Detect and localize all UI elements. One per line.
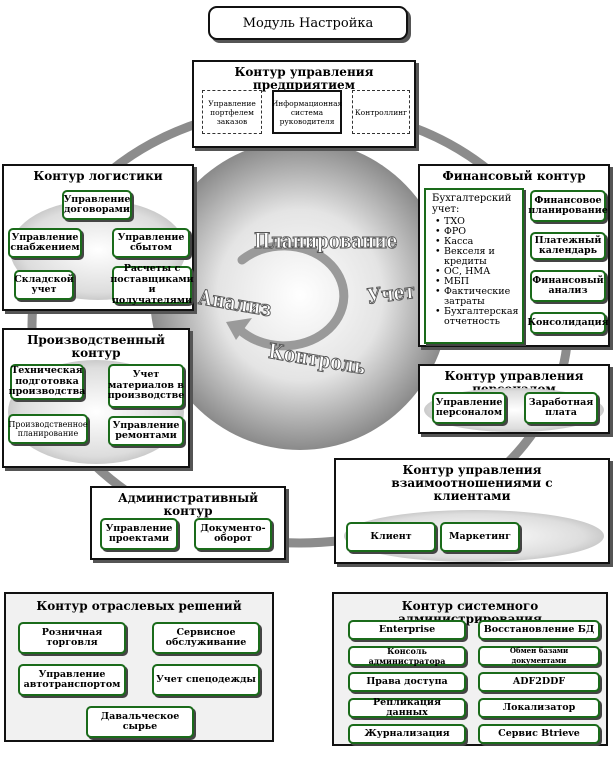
tolling-button[interactable]: Давальческое сырье (86, 706, 194, 738)
consolidation-button[interactable]: Консолидация (527, 312, 609, 334)
adf2ddf-button[interactable]: ADF2DDF (478, 672, 600, 692)
materials-button[interactable]: Учет материалов в производстве (108, 364, 184, 408)
localizer-button[interactable]: Локализатор (478, 698, 600, 718)
accounting-item[interactable]: Фактические затраты (435, 287, 519, 307)
production-contour: Производственный контур Техническая подг… (2, 328, 190, 468)
finance-contour: Финансовый контур Бухгалтерский учет: ТХ… (418, 164, 610, 347)
vehicles-button[interactable]: Управление автотранспортом (18, 664, 126, 696)
personnel-contour: Контур управления персоналом Управление … (418, 364, 610, 434)
crm-contour: Контур управления взаимоотношениями с кл… (334, 458, 610, 564)
executive-info-system-item[interactable]: Информационная система руководителя (272, 90, 342, 134)
finance-title: Финансовый контур (442, 169, 586, 183)
logistics-title: Контур логистики (33, 169, 163, 183)
access-rights-button[interactable]: Права доступа (348, 672, 466, 692)
client-button[interactable]: Клиент (346, 522, 436, 552)
marketing-button[interactable]: Маркетинг (440, 522, 520, 552)
crm-title: Контур управления взаимоотношениями с кл… (391, 463, 553, 503)
salary-button[interactable]: Заработная плата (524, 392, 598, 424)
prod-planning-button[interactable]: Производственное планирование (8, 414, 88, 444)
admin-console-button[interactable]: Консоль администратора (348, 646, 466, 666)
accounting-item[interactable]: Касса (435, 237, 519, 248)
warehouse-button[interactable]: Складской учет (14, 270, 74, 300)
enterprise-button[interactable]: Enterprise (348, 620, 466, 640)
personnel-mgmt-button[interactable]: Управление персоналом (432, 392, 506, 424)
accounting-list: ТХО ФРО Касса Векселя и кредиты ОС, НМА … (432, 217, 519, 327)
btrieve-button[interactable]: Сервис Btrieve (478, 724, 600, 744)
fin-planning-button[interactable]: Финансовое планирование (528, 190, 608, 222)
supply-mgmt-button[interactable]: Управление снабжением (8, 228, 82, 258)
accounting-item[interactable]: Векселя и кредиты (435, 247, 519, 267)
accounting-title: Бухгалтерский учет: (432, 193, 512, 215)
accounting-box: Бухгалтерский учет: ТХО ФРО Касса Вексел… (424, 188, 524, 344)
cycle-arrow-icon (235, 241, 349, 351)
docflow-button[interactable]: Документо-оборот (194, 518, 272, 550)
module-title: Модуль Настройка (242, 15, 374, 31)
db-restore-button[interactable]: Восстановление БД (478, 620, 600, 640)
production-title: Производственный контур (27, 333, 165, 360)
repairs-button[interactable]: Управление ремонтами (108, 416, 184, 446)
enterprise-title: Контур управления предприятием (234, 65, 374, 92)
sysadmin-contour: Контур системного администрирования Ente… (332, 592, 608, 746)
industry-title: Контур отраслевых решений (36, 599, 242, 613)
industry-contour: Контур отраслевых решений Розничная торг… (4, 592, 274, 742)
projects-button[interactable]: Управление проектами (100, 518, 178, 550)
admin-contour: Административный контур Управление проек… (90, 486, 286, 560)
order-portfolio-item[interactable]: Управление портфелем заказов (202, 90, 262, 134)
payment-calendar-button[interactable]: Платежный календарь (530, 232, 606, 260)
cycle-arrowhead-icon (226, 318, 252, 340)
replication-button[interactable]: Репликация данных (348, 697, 466, 718)
accounting-item[interactable]: Бухгалтерская отчетность (435, 307, 519, 327)
retail-button[interactable]: Розничная торговля (18, 622, 126, 654)
accounting-item[interactable]: ТХО (435, 217, 519, 228)
center-planning: Планирование (254, 228, 398, 254)
settlements-button[interactable]: Расчеты с поставщиками и получателями (110, 263, 194, 306)
service-button[interactable]: Сервисное обслуживание (152, 622, 260, 654)
tech-prep-button[interactable]: Техническая подготовка производства (9, 364, 85, 400)
fin-analysis-button[interactable]: Финансовый анализ (530, 270, 606, 302)
controlling-item[interactable]: Контроллинг (352, 90, 410, 134)
module-title-box: Модуль Настройка (208, 6, 408, 40)
admin-title: Административный контур (117, 491, 259, 518)
accounting-item[interactable]: ФРО (435, 227, 519, 238)
doc-exchange-button[interactable]: Обмен базами документами (478, 646, 600, 666)
accounting-item[interactable]: МБП (435, 277, 519, 288)
contract-mgmt-button[interactable]: Управление договорами (62, 190, 132, 220)
journaling-button[interactable]: Журнализация (348, 724, 466, 744)
accounting-item[interactable]: ОС, НМА (435, 267, 519, 278)
logistics-contour: Контур логистики Управление договорами У… (2, 164, 194, 311)
sales-mgmt-button[interactable]: Управление сбытом (112, 228, 190, 258)
workwear-button[interactable]: Учет спецодежды (152, 664, 260, 696)
enterprise-contour: Контур управления предприятием Управлени… (192, 60, 416, 148)
